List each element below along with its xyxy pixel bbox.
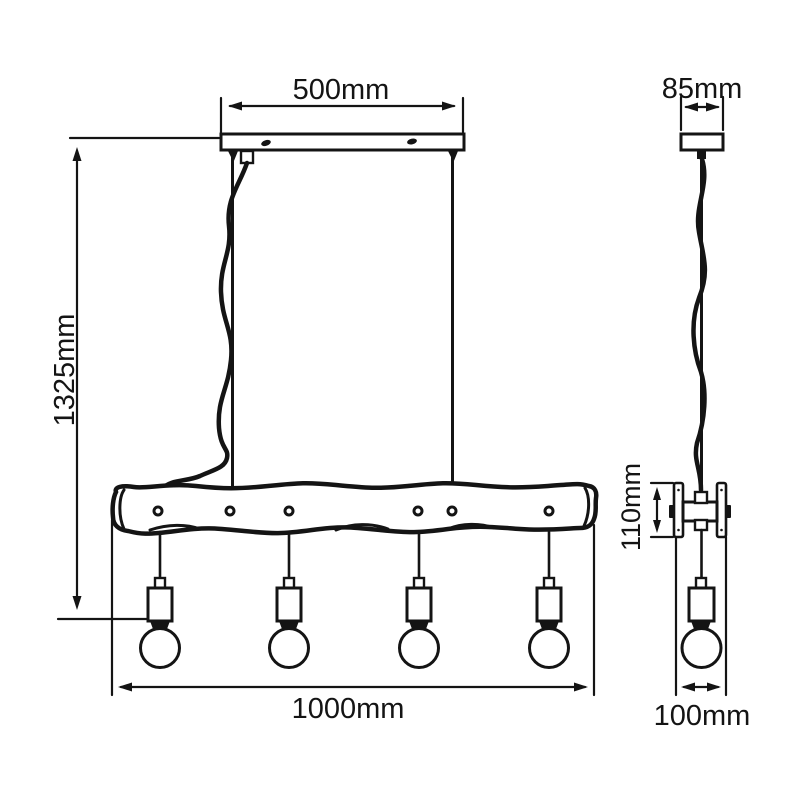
dimension-beam-height: 110mm xyxy=(616,463,675,551)
arrowhead-down xyxy=(653,520,661,533)
light-bulb xyxy=(139,627,181,669)
plate-screw xyxy=(677,488,680,492)
rod-coupler-top xyxy=(693,490,709,505)
arrowhead-left xyxy=(118,682,132,692)
beam-wood-mark xyxy=(148,523,202,532)
canopy-screw-left xyxy=(261,139,271,147)
light-bulb xyxy=(528,627,570,669)
front-view: 500mm 1325mm 1000mm xyxy=(49,74,599,725)
light-bulb xyxy=(268,627,310,669)
dimension-beam-depth: 100mm xyxy=(654,535,751,732)
socket-neck xyxy=(409,621,429,629)
dimension-canopy-depth: 85mm xyxy=(662,73,743,132)
arrowhead-right xyxy=(706,102,720,112)
side-view: 85mm 110mm 100mm xyxy=(616,73,750,732)
light-bulb xyxy=(398,627,440,669)
label-suspension-height: 1325mm xyxy=(49,314,81,427)
rod-coupler-bottom xyxy=(693,518,709,532)
label-beam-length: 1000mm xyxy=(292,693,405,725)
socket-neck xyxy=(539,621,559,629)
beam-knot xyxy=(283,505,295,517)
label-beam-depth: 100mm xyxy=(654,700,751,732)
lamp-socket xyxy=(535,586,563,623)
ceiling-canopy-front xyxy=(219,132,466,152)
socket-neck xyxy=(691,621,711,629)
pendant-drop-side xyxy=(680,528,723,669)
beam-knot xyxy=(412,505,424,517)
dimension-canopy-width: 500mm xyxy=(219,74,465,134)
socket-neck xyxy=(150,621,170,629)
cord-connector-canopy-side xyxy=(697,150,706,159)
beam-wood-mark xyxy=(334,523,390,532)
label-canopy-width: 500mm xyxy=(293,74,390,106)
dimension-beam-length: 1000mm xyxy=(110,518,596,725)
dimension-suspension-height: 1325mm xyxy=(49,136,221,621)
label-beam-height: 110mm xyxy=(616,463,646,551)
beam-knot xyxy=(152,505,164,517)
beam-knot xyxy=(543,505,555,517)
label-canopy-depth: 85mm xyxy=(662,73,743,105)
arrowhead-right xyxy=(442,101,456,111)
pendant-drop-2 xyxy=(268,530,310,669)
arrowhead-left xyxy=(684,102,698,112)
wooden-beam xyxy=(110,480,599,536)
arrowhead-right xyxy=(574,682,588,692)
lamp-socket xyxy=(275,586,303,623)
canopy-screw-right xyxy=(407,138,417,145)
arrowhead-right xyxy=(707,682,721,692)
arrowhead-up xyxy=(72,147,82,161)
light-bulb xyxy=(680,627,723,669)
beam-knot xyxy=(224,505,236,517)
arrowhead-left xyxy=(228,101,242,111)
power-cord-side xyxy=(691,156,708,493)
beam-end-grain-right xyxy=(582,486,591,528)
beam-cross-bar xyxy=(681,500,719,523)
arrowhead-up xyxy=(653,487,661,500)
beam-end-grain-left xyxy=(118,488,126,531)
arrowhead-down xyxy=(72,596,82,610)
lamp-socket xyxy=(405,586,433,623)
plate-screw xyxy=(720,528,723,532)
power-cord-front xyxy=(159,160,250,492)
pendant-drop-4 xyxy=(528,530,570,669)
pendant-drop-3 xyxy=(398,530,440,669)
ceiling-canopy-side xyxy=(679,132,725,152)
beam-knot xyxy=(446,505,458,517)
lamp-socket xyxy=(687,586,716,623)
pendant-drop-1 xyxy=(139,530,181,669)
lamp-socket xyxy=(146,586,174,623)
plate-screw xyxy=(720,488,723,492)
socket-neck xyxy=(279,621,299,629)
beam-wood-mark xyxy=(446,522,496,531)
plate-screw xyxy=(677,528,680,532)
arrowhead-left xyxy=(681,682,695,692)
